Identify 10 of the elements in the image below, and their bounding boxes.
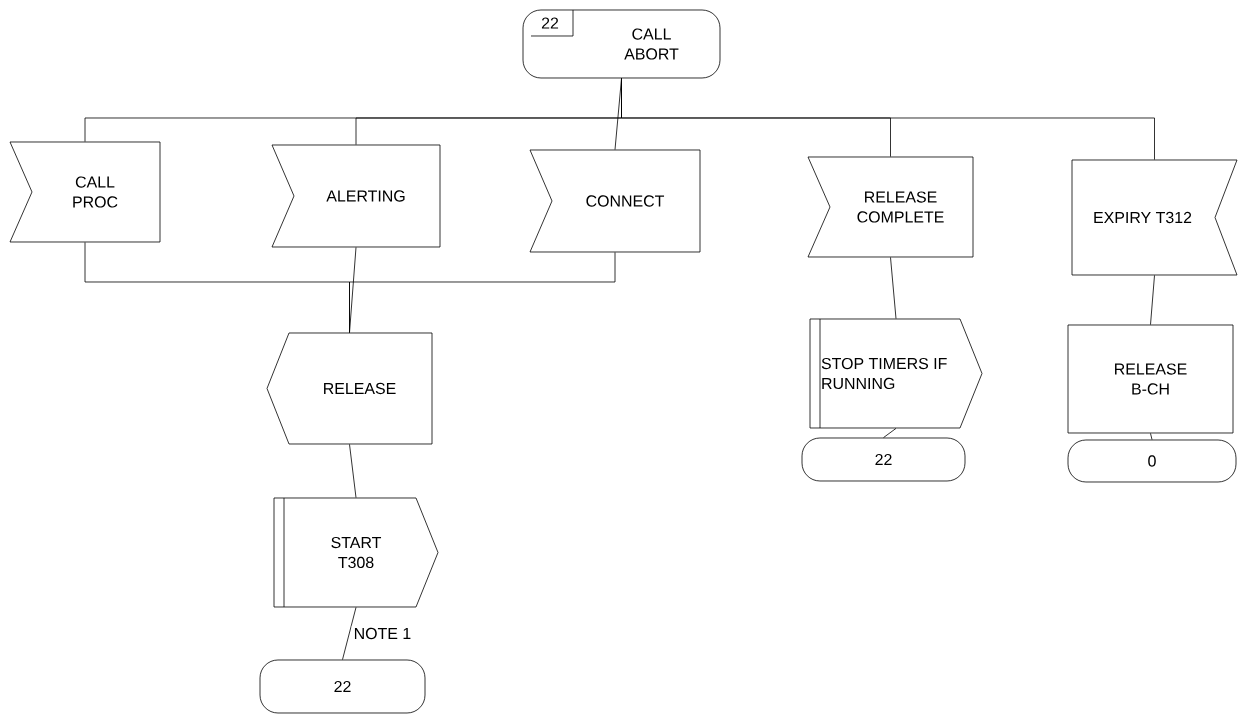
connector-line xyxy=(349,444,357,498)
connector-line xyxy=(349,252,616,333)
connector-line xyxy=(890,257,897,319)
connector-line xyxy=(621,78,1155,160)
connector-line xyxy=(342,607,357,660)
edge-label: NOTE 1 xyxy=(351,625,414,642)
task-box: RELEASE B-CH xyxy=(1067,324,1234,434)
connector-line xyxy=(883,428,897,438)
connector-line xyxy=(1150,433,1153,440)
connector-line xyxy=(1150,275,1155,325)
